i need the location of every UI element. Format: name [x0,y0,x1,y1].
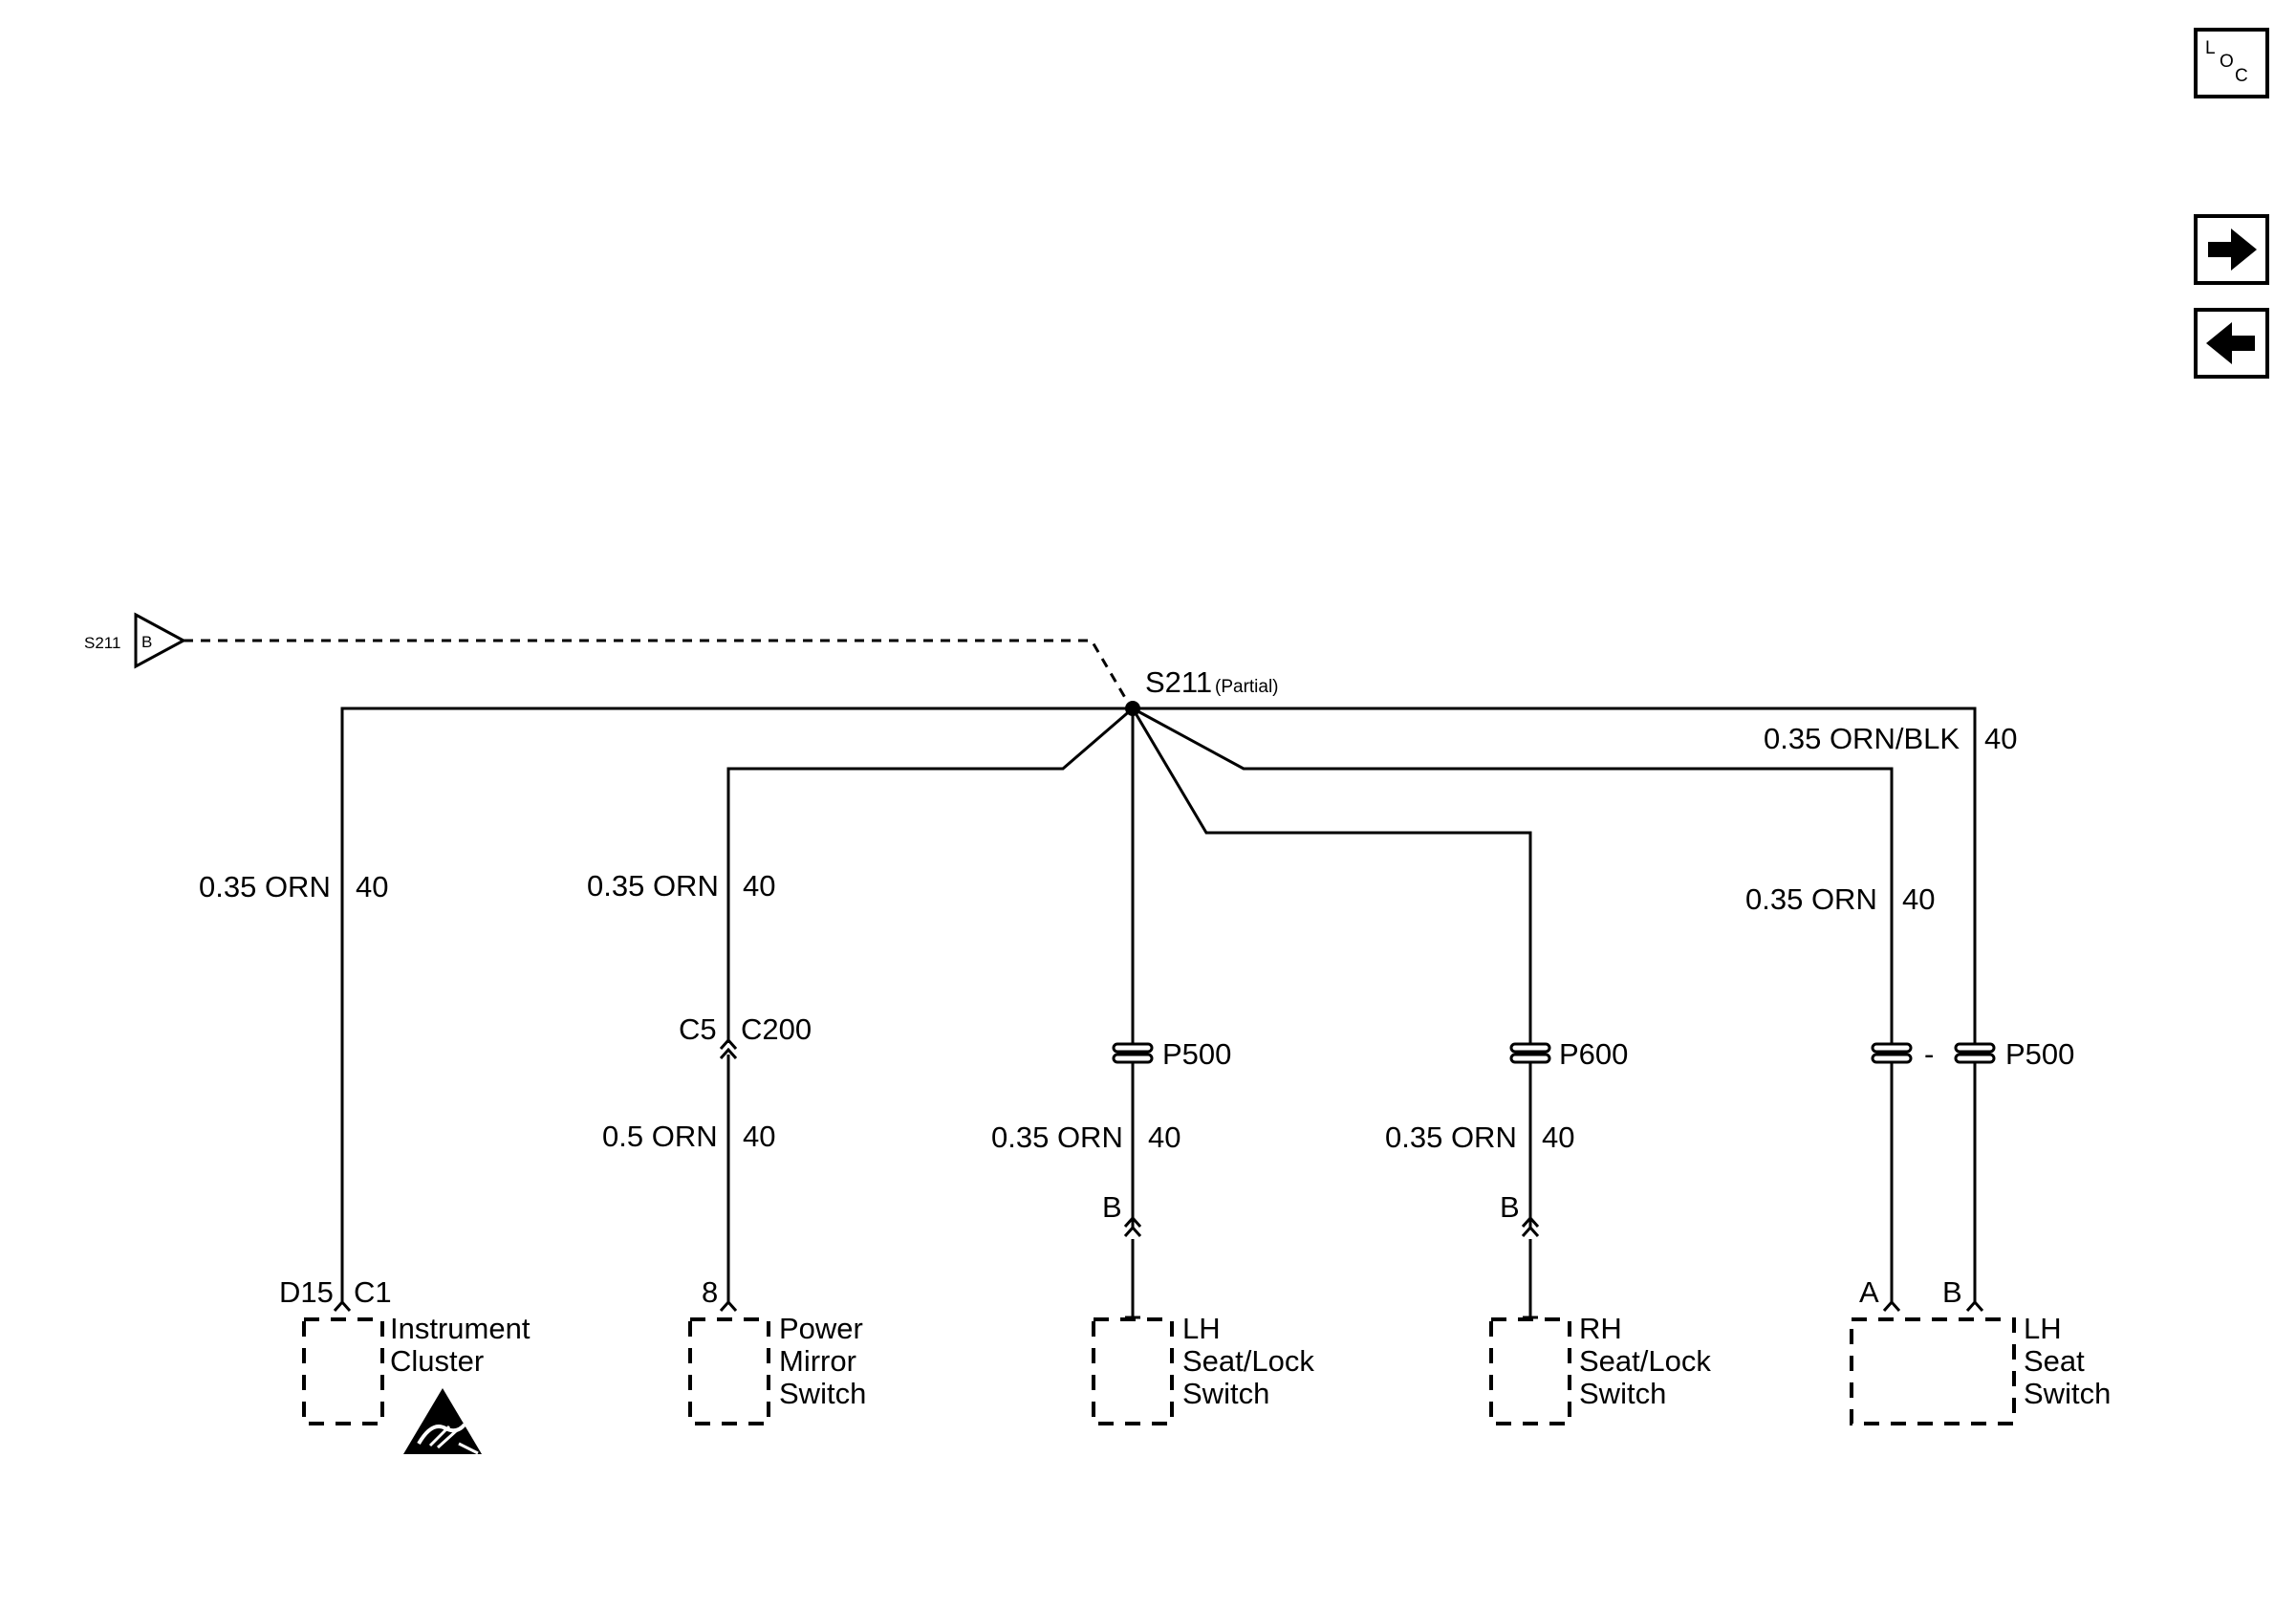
wire-rhsl-size-color: 0.35 ORN [1385,1120,1517,1154]
ic-connector: C1 [354,1275,392,1309]
lhs-pin-b: B [1942,1275,1962,1309]
pm-label-line1: Power [779,1312,863,1345]
wire-instrument-cluster [340,707,1133,1303]
arrow-left-icon [2206,322,2255,364]
p600-name: P600 [1559,1037,1628,1071]
pin-marker-ic [333,1299,352,1312]
lh-seat-switch[interactable] [1850,1317,2016,1425]
wire-ic-size-color: 0.35 ORN [199,870,331,903]
arrow-right-icon [2208,228,2257,271]
splice-name: S211 [1145,665,1212,699]
lhsl-label-line3: Switch [1182,1377,1269,1410]
lhs-label-line2: Seat [2024,1344,2085,1378]
pin-marker-pm [719,1299,738,1312]
wire-lhs-a-circuit: 40 [1902,882,1935,916]
connector-p600 [1509,1042,1551,1064]
wire-rh-seat-lock [1131,707,1532,1229]
wire-lhsl-size-color: 0.35 ORN [991,1120,1123,1154]
previous-page-button[interactable] [2194,308,2269,379]
rh-seat-lock-switch[interactable] [1489,1317,1571,1425]
offpage-letter: B [141,633,152,651]
wire-lhs-b-size-color: 0.35 ORN/BLK [1764,722,1960,755]
wire-ic-circuit: 40 [356,870,388,903]
next-page-button[interactable] [2194,214,2269,285]
c200-name: C200 [741,1012,812,1046]
wire-lh-seat-b [1133,707,1977,1303]
lhsl-label-line1: LH [1182,1312,1221,1345]
lhs-label-line1: LH [2024,1312,2062,1345]
dashed-reference-line [184,639,1133,708]
esd-sensitive-icon [403,1388,482,1455]
location-button[interactable]: L O C [2194,28,2269,98]
lhs-label-line3: Switch [2024,1377,2111,1410]
connector-p500-mid [1112,1042,1154,1064]
offpage-reference-s211[interactable]: S211 B [84,612,187,669]
pin-marker-rhsl [1521,1215,1540,1237]
power-mirror-switch[interactable] [688,1317,770,1425]
lhsl-label-line2: Seat/Lock [1182,1344,1314,1378]
c200-pin: C5 [679,1012,717,1046]
pm-pin: 8 [702,1275,718,1309]
ic-label-line1: Instrument [390,1312,531,1345]
ic-pin: D15 [279,1275,334,1309]
wire-lhs-b-circuit: 40 [1984,722,2017,755]
instrument-cluster[interactable] [302,1317,384,1425]
pin-marker-lhsl [1123,1215,1142,1237]
rhsl-label-line3: Switch [1579,1377,1666,1410]
p500-right-separator: - [1924,1037,1934,1071]
rhsl-label-line1: RH [1579,1312,1622,1345]
pin-marker-lhs-b [1965,1299,1984,1312]
wire-lh-seat-a [1132,707,1894,1303]
wire-pm-lower-size-color: 0.5 ORN [602,1120,718,1153]
wire-pm-upper-size-color: 0.35 ORN [587,869,719,903]
lh-seat-lock-switch[interactable] [1092,1317,1174,1425]
wire-rhsl-circuit: 40 [1542,1120,1574,1154]
wire-lhsl-circuit: 40 [1148,1120,1180,1154]
loc-letter-l: L [2205,38,2216,58]
pm-label-line2: Mirror [779,1344,856,1378]
lhs-pin-a: A [1859,1275,1879,1309]
p500-right-name: P500 [2005,1037,2074,1071]
wire-pm-upper-circuit: 40 [743,869,775,903]
connector-p500-right-b [1954,1042,1996,1064]
ic-label-line2: Cluster [390,1344,484,1378]
offpage-arrow-icon [134,612,187,669]
pin-marker-lhs-a [1882,1299,1901,1312]
p500-mid-name: P500 [1162,1037,1231,1071]
wire-lhs-a-size-color: 0.35 ORN [1745,882,1877,916]
loc-letter-o: O [2220,52,2234,72]
wire-power-mirror-upper [726,707,1134,1043]
offpage-label: S211 [84,634,120,652]
rhsl-label-line2: Seat/Lock [1579,1344,1711,1378]
connector-c200 [719,1037,738,1059]
pm-label-line3: Switch [779,1377,866,1410]
lhsl-pin: B [1102,1190,1122,1224]
rhsl-pin: B [1500,1190,1520,1224]
connector-p500-right-a [1871,1042,1913,1064]
wire-pm-lower-circuit: 40 [743,1120,775,1153]
splice-qualifier: (Partial) [1215,677,1279,697]
loc-letter-c: C [2235,66,2248,86]
